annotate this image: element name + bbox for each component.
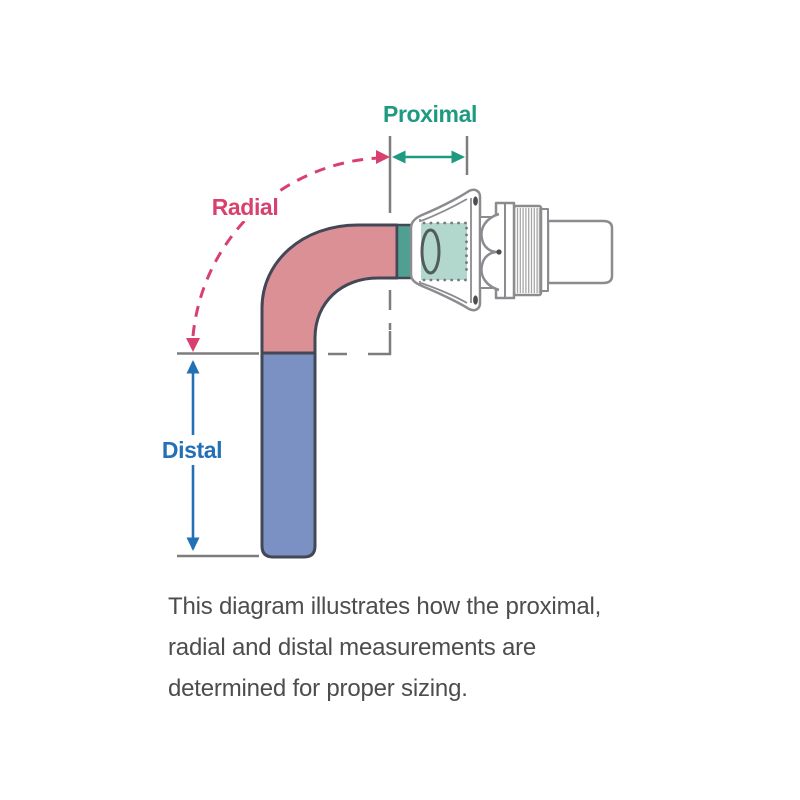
caption-line-1: This diagram illustrates how the proxima… <box>168 593 602 620</box>
tube <box>260 223 414 559</box>
radial-label: Radial <box>212 194 279 220</box>
proximal-arrow <box>392 150 465 164</box>
connector-end-tube <box>546 219 614 285</box>
distal-label-bg <box>158 435 226 465</box>
swivel-pivot-dot <box>496 249 502 255</box>
flange-strap-hole-bottom <box>473 295 478 305</box>
distal-arrowhead-up <box>186 360 200 374</box>
radial-arrowhead-down <box>186 338 200 352</box>
proximal-arrowhead-left <box>392 150 406 164</box>
proximal-arrowhead-right <box>451 150 465 164</box>
radial-label-bg <box>210 193 280 221</box>
caption: This diagram illustrates how the proxima… <box>168 586 601 709</box>
proximal-label: Proximal <box>383 101 477 127</box>
flange-rim-lines <box>419 198 472 304</box>
drum-ribs <box>516 208 541 293</box>
connector <box>479 201 614 300</box>
flange-cannula-slot <box>420 228 441 275</box>
dashed-corner <box>368 331 392 356</box>
tube-radial-segment <box>260 223 399 355</box>
caption-line-2: radial and distal measurements are <box>168 634 537 661</box>
radial-arrowhead-right <box>376 150 390 164</box>
tube-distal-segment <box>260 351 317 559</box>
distal-arrowhead-down <box>186 537 200 551</box>
distal-label: Distal <box>162 437 222 463</box>
hidden-tube-dotted-outline <box>422 221 469 282</box>
flange-strap-hole-top <box>473 196 478 206</box>
caption-line-3: determined for proper sizing. <box>168 675 468 702</box>
